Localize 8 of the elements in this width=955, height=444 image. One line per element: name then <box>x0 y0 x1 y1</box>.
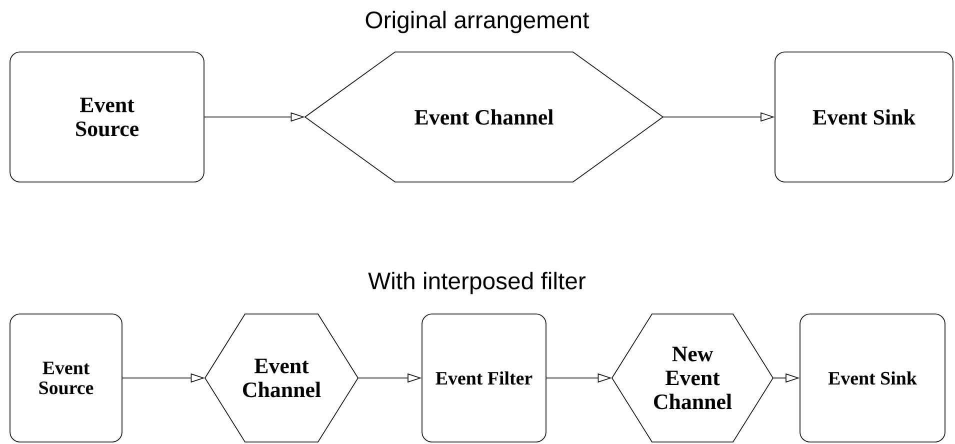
process-box: Event Sink <box>800 314 946 442</box>
process-box: Event Filter <box>422 314 546 442</box>
process-box: Event Source <box>10 314 122 442</box>
process-box: Event Sink <box>774 52 954 182</box>
heading: With interposed filter <box>368 272 586 294</box>
channel-hexagon: Event Channel <box>204 314 358 442</box>
channel-hexagon: New Event Channel <box>612 314 774 442</box>
process-box: Event Source <box>10 52 204 182</box>
